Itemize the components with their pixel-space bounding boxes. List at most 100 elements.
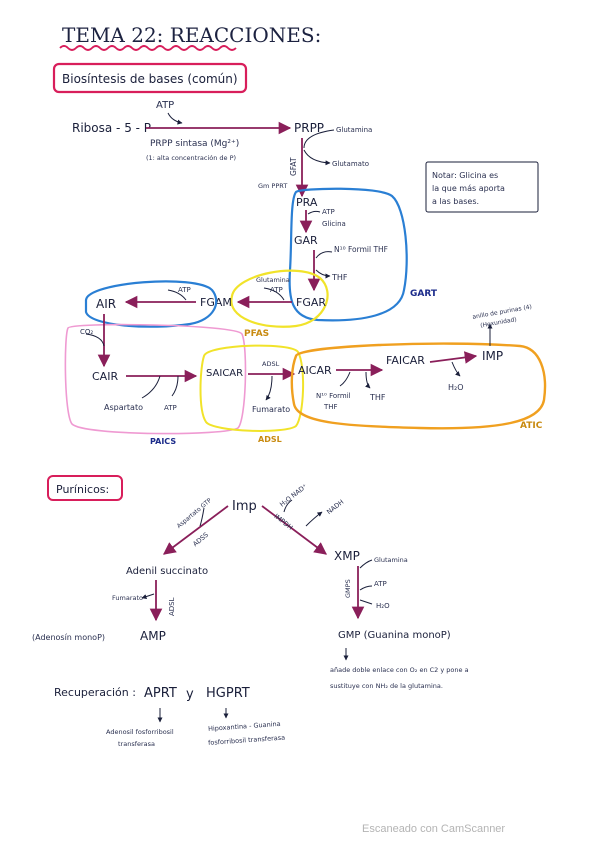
label-glutamina-p: Glutamina bbox=[374, 556, 408, 564]
enzyme-box-paics bbox=[64, 323, 247, 435]
label-aspartato-gtp: Aspartato GTP bbox=[176, 497, 214, 530]
aspartato-gtp-curve bbox=[199, 507, 205, 527]
label-hgprt: HGPRT bbox=[206, 686, 250, 701]
label-gmpprt: Gm PPRT bbox=[258, 182, 287, 190]
n10-in-curve bbox=[315, 251, 333, 259]
label-atp-gar: ATP bbox=[322, 208, 335, 216]
node-pra: PRA bbox=[296, 196, 318, 209]
aprt-note-2: transferasa bbox=[118, 740, 155, 748]
arrow-imp-adenil bbox=[162, 505, 229, 555]
enzyme-label-adsl: ADSL bbox=[258, 435, 282, 444]
atp-air-curve bbox=[167, 289, 187, 301]
arrow-imp-xmp bbox=[261, 505, 328, 555]
enzyme-label-pfas: PFAS bbox=[244, 329, 269, 339]
label-h2o: H₂O bbox=[448, 383, 464, 392]
label-n10-formil-thf: N¹⁰ Formil THF bbox=[334, 245, 388, 254]
label-atp-top: ATP bbox=[156, 100, 174, 111]
label-atp-p: ATP bbox=[374, 580, 387, 588]
node-adenil-succinato: Adenil succinato bbox=[126, 566, 208, 577]
arrow-faicar-imp bbox=[429, 351, 478, 364]
note-line-3: a las bases. bbox=[432, 197, 479, 206]
node-prpp: PRPP bbox=[294, 121, 324, 135]
h2o-nad-curve bbox=[283, 499, 293, 513]
glutamina2-curve bbox=[263, 287, 285, 301]
label-gmps: GMPS bbox=[344, 579, 352, 598]
hgprt-note-2: fosforribosil transferasa bbox=[208, 734, 286, 747]
label-n10-formil-2a: N¹⁰ Formil bbox=[316, 392, 351, 400]
enzyme-box-adsl bbox=[199, 344, 305, 432]
h2o-p-curve bbox=[359, 599, 373, 605]
co2-curve bbox=[85, 333, 105, 347]
fumarato-out-curve bbox=[265, 375, 273, 401]
node-aicar: AICAR bbox=[298, 364, 332, 377]
node-imp: IMP bbox=[482, 349, 503, 363]
label-adss: ADSS bbox=[191, 531, 210, 549]
label-adsl-top: ADSL bbox=[262, 360, 280, 368]
label-prpp-sintasa: PRPP sintasa (Mg²⁺) bbox=[150, 139, 239, 149]
atp-gar-curve bbox=[307, 210, 321, 215]
node-faicar: FAICAR bbox=[386, 354, 425, 367]
nadh-curve bbox=[305, 511, 323, 527]
label-atp-cair: ATP bbox=[164, 404, 177, 412]
enzyme-label-atic: ATIC bbox=[520, 421, 543, 431]
enzyme-box-pfas bbox=[230, 269, 329, 328]
label-h2o-p: H₂O bbox=[376, 602, 390, 610]
thf-out-curve bbox=[315, 269, 331, 279]
node-fgar: FGAR bbox=[296, 296, 326, 309]
section-title-purinicos: Purínicos: bbox=[56, 483, 109, 496]
atp-p-curve bbox=[359, 585, 373, 591]
label-glutamato-1: Glutamato bbox=[332, 160, 369, 168]
section-box-purinicos bbox=[47, 475, 123, 501]
aspartato-curve bbox=[141, 375, 161, 399]
label-n10-formil-2b: THF bbox=[323, 403, 338, 411]
note-line-2: la que más aporta bbox=[432, 184, 505, 193]
label-glutamina-1: Glutamina bbox=[336, 126, 372, 134]
enzyme-box-atic bbox=[290, 342, 547, 430]
gmp-note-1: añade doble enlace con O₂ en C2 y pone a bbox=[330, 666, 469, 674]
node-gmp: GMP (Guanina monoP) bbox=[338, 630, 451, 641]
label-gfat: GFAT bbox=[289, 157, 298, 176]
glutamato-out-curve bbox=[303, 149, 331, 166]
section-title-biosintesis: Biosíntesis de bases (común) bbox=[62, 72, 238, 86]
label-co2: CO₂ bbox=[80, 328, 93, 336]
node-air: AIR bbox=[96, 297, 116, 311]
camscanner-watermark: Escaneado con CamScanner bbox=[362, 823, 505, 835]
label-h2o-nad: H₂O NAD⁺ bbox=[278, 482, 308, 508]
gmp-note-2: sustituye con NH₂ de la glutamina. bbox=[330, 682, 443, 690]
label-adsl-p: ADSL bbox=[168, 597, 176, 616]
label-thf-2: THF bbox=[369, 393, 386, 402]
thf2-out-curve bbox=[365, 371, 371, 389]
label-fumarato-p: Fumarato bbox=[112, 594, 143, 602]
label-nadh: NADH bbox=[325, 498, 345, 516]
label-y: y bbox=[186, 687, 194, 702]
label-atp-air: ATP bbox=[178, 286, 191, 294]
enzyme-label-paics: PAICS bbox=[150, 437, 176, 446]
n10-2-curve bbox=[339, 371, 351, 387]
hgprt-note-1: Hipoxantina - Guanina bbox=[208, 720, 281, 733]
label-glutamina-2: Glutamina bbox=[256, 276, 290, 284]
node-imp-purinicos: Imp bbox=[232, 499, 257, 514]
title-wavy-underline bbox=[59, 45, 237, 51]
label-adenosin-monop: (Adenosín monoP) bbox=[32, 633, 105, 642]
enzyme-label-gart: GART bbox=[410, 289, 438, 299]
label-fumarato: Fumarato bbox=[252, 405, 290, 414]
label-aprt: APRT bbox=[144, 686, 177, 701]
node-amp: AMP bbox=[140, 629, 166, 643]
node-ribosa-5p: Ribosa - 5 - P bbox=[72, 121, 151, 135]
label-aspartato: Aspartato bbox=[104, 403, 143, 412]
label-prpp-note: (1: alta concentración de P) bbox=[146, 154, 236, 162]
label-glicina: Glicina bbox=[322, 220, 346, 228]
aprt-note-1: Adenosil fosforribosil bbox=[106, 728, 174, 736]
glutamina-p-curve bbox=[359, 559, 373, 569]
glutamina-in-curve bbox=[303, 129, 335, 149]
node-xmp: XMP bbox=[334, 549, 360, 563]
label-recuperacion: Recuperación : bbox=[54, 686, 136, 699]
section-box-biosintesis bbox=[52, 62, 248, 94]
h2o-out-curve bbox=[451, 361, 461, 377]
node-gar: GAR bbox=[294, 234, 318, 247]
label-thf-1: THF bbox=[331, 273, 348, 282]
page-title: TEMA 22: REACCIONES: bbox=[62, 23, 321, 47]
note-box bbox=[425, 161, 539, 213]
